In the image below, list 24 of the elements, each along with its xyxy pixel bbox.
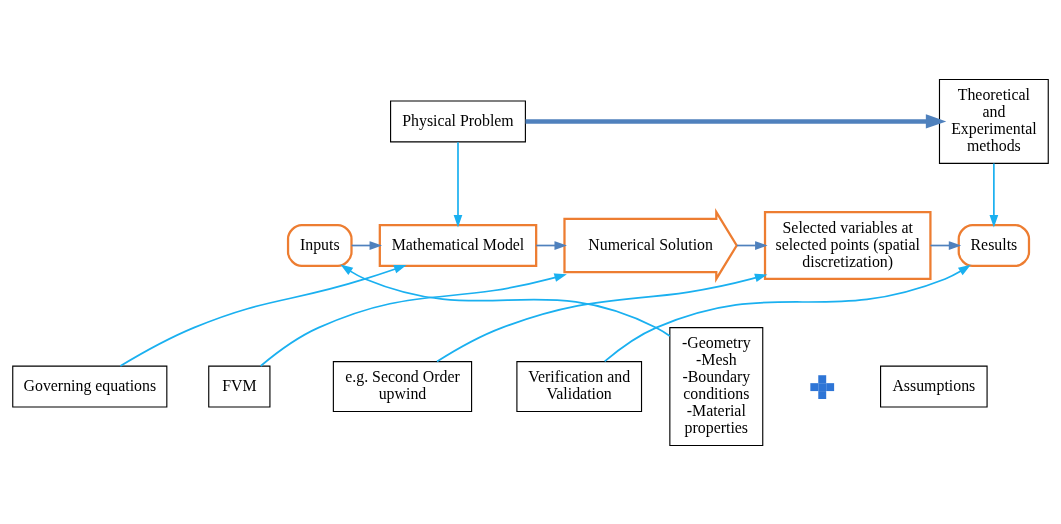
- arrow: [436, 273, 768, 362]
- node-box: Governing equations: [12, 365, 168, 407]
- arrow: [525, 113, 947, 129]
- arrow: [736, 240, 768, 250]
- arrow: [453, 140, 463, 227]
- arrow: [929, 240, 962, 250]
- node-box: Mathematical Model: [378, 223, 538, 267]
- node-box: Selected variables at selected points (spatial discretization): [763, 210, 932, 280]
- node-box: FVM: [208, 365, 271, 407]
- arrow: [340, 263, 671, 337]
- arrow: [119, 264, 407, 367]
- node-box: Assumptions: [880, 365, 988, 407]
- node-box: e.g. Second Order upwind: [332, 360, 473, 412]
- node-box: -Geometry -Mesh -Boundary conditions -Material properties: [669, 326, 764, 446]
- arrow: [535, 240, 567, 250]
- arrow: [603, 264, 971, 362]
- arrow: [989, 162, 999, 227]
- node-box: Physical Problem: [390, 100, 526, 142]
- node-box: Inputs: [286, 223, 353, 267]
- node-box: Theoretical and Experimental methods: [938, 78, 1049, 164]
- node-box: Results: [957, 223, 1031, 267]
- node-box: Verification and Validation: [516, 360, 643, 412]
- arrow: [350, 240, 383, 250]
- arrow: [259, 272, 567, 367]
